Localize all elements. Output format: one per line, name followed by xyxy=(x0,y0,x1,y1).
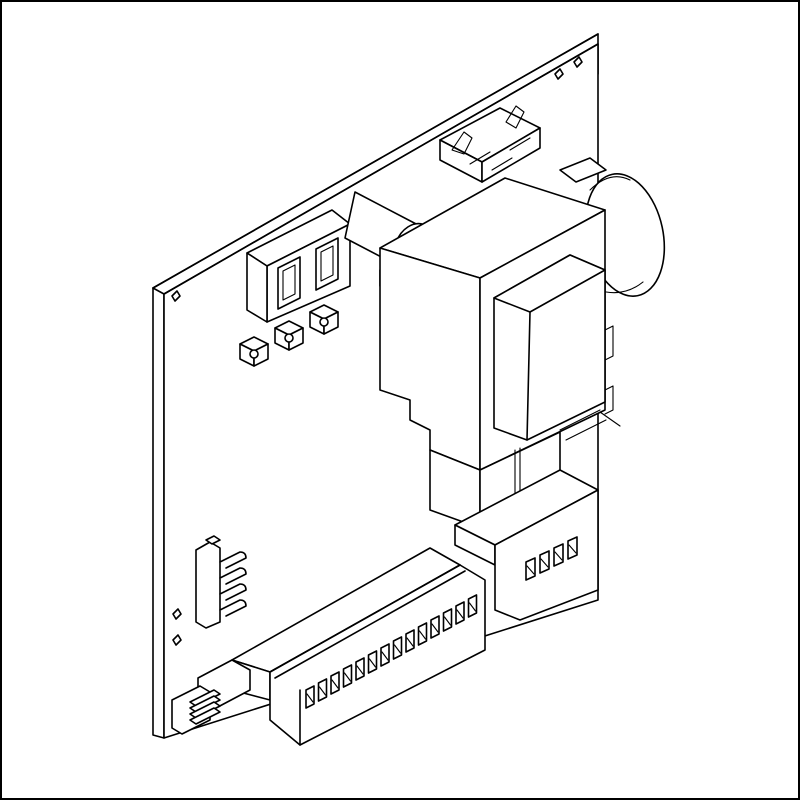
fuse-clip xyxy=(451,131,473,155)
terminal-screw xyxy=(356,665,364,675)
mounting-hole xyxy=(172,608,182,620)
terminal-slot xyxy=(567,536,578,560)
terminal-screw xyxy=(331,679,339,689)
mounting-hole xyxy=(172,634,182,646)
main-block-seam xyxy=(269,564,461,673)
terminal-slot xyxy=(539,550,550,574)
header-pin xyxy=(219,583,247,601)
transformer xyxy=(379,177,621,529)
header-pin xyxy=(219,599,247,617)
transformer-pins xyxy=(559,409,621,441)
transformer-edge xyxy=(526,311,531,441)
board-edge-line xyxy=(163,43,599,295)
terminal-slot xyxy=(553,543,564,567)
terminal-screw xyxy=(554,551,563,561)
header-pin xyxy=(189,701,221,719)
terminal-slot xyxy=(417,622,428,646)
terminal-slot xyxy=(525,557,536,581)
terminal-slot xyxy=(342,664,353,688)
motor-mount xyxy=(559,157,607,183)
right-terminal-block xyxy=(454,469,599,621)
header-pin xyxy=(189,695,221,713)
fuse-clip xyxy=(505,105,525,129)
fuse-clip-detail xyxy=(469,137,531,171)
display-side xyxy=(246,252,268,323)
terminal-screw xyxy=(343,672,352,682)
terminal-slot xyxy=(467,594,478,618)
button-side xyxy=(253,343,269,367)
mounting-hole xyxy=(554,68,564,80)
main-block-seam xyxy=(274,570,466,679)
mounting-hole xyxy=(171,290,181,302)
mounting-hole xyxy=(573,56,583,68)
side-pin-header xyxy=(195,535,247,629)
terminal-screw xyxy=(526,565,535,575)
fuse-holder-side xyxy=(481,127,541,183)
fuse-holder xyxy=(439,105,541,183)
terminal-screw xyxy=(468,602,477,612)
header-pin xyxy=(219,567,247,585)
side-header-body xyxy=(195,541,221,629)
terminal-screw xyxy=(406,637,414,647)
transformer-front-block-top xyxy=(493,254,606,313)
terminal-screw xyxy=(568,544,577,554)
button-cap xyxy=(319,317,329,327)
transformer-clip xyxy=(604,325,614,415)
header-pin xyxy=(189,707,221,725)
terminal-slot xyxy=(380,643,390,667)
terminal-slot xyxy=(430,615,440,639)
terminal-slot xyxy=(455,601,465,625)
terminal-screw xyxy=(418,630,427,640)
terminal-slot xyxy=(355,657,365,681)
terminal-screw xyxy=(368,658,377,668)
board-side-edge xyxy=(152,287,165,739)
side-header-tab xyxy=(205,535,221,545)
terminal-slot xyxy=(367,650,378,674)
terminal-screw xyxy=(393,644,402,654)
terminal-slot xyxy=(330,671,340,695)
mounting-holes xyxy=(171,56,583,646)
lower-pin-header xyxy=(171,659,251,735)
button-side xyxy=(323,311,339,335)
terminal-screw xyxy=(381,651,389,661)
terminal-screw xyxy=(306,693,314,703)
display-digit-window xyxy=(320,245,334,282)
terminal-screw xyxy=(540,558,549,568)
terminal-screw xyxy=(456,609,464,619)
push-buttons xyxy=(239,304,339,367)
terminal-slot xyxy=(442,608,453,632)
seven-segment-display xyxy=(246,209,351,323)
terminal-slot xyxy=(317,678,328,702)
terminal-slot xyxy=(305,685,315,709)
header-pin xyxy=(219,551,247,569)
terminal-screw xyxy=(443,616,452,626)
terminal-slot xyxy=(405,629,415,653)
main-terminal-block xyxy=(231,547,486,746)
header-pin xyxy=(189,689,221,707)
board-edge-line xyxy=(152,33,599,289)
button-side xyxy=(288,327,304,351)
display-digit-window xyxy=(282,264,296,301)
button-cap xyxy=(284,333,294,343)
button-cap xyxy=(249,349,259,359)
terminal-screw xyxy=(318,686,327,696)
terminal-screw xyxy=(431,623,439,633)
terminal-slot xyxy=(392,636,403,660)
